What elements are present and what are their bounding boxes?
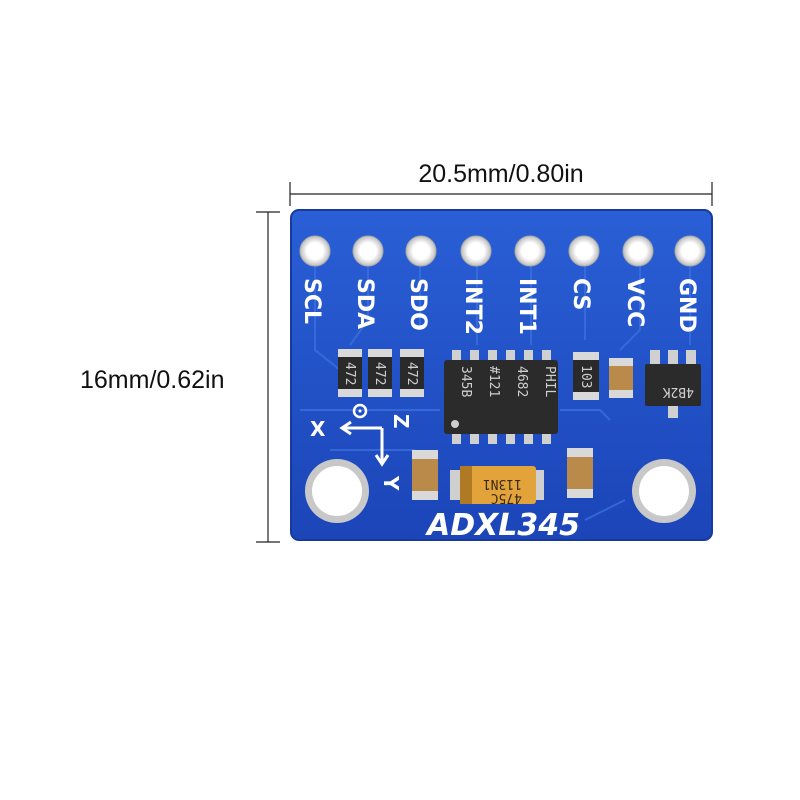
mounting-hole-left: [305, 459, 369, 523]
pin-label-vcc: VCC: [622, 278, 647, 327]
resistor-r4: 103: [573, 352, 599, 400]
width-dimension-line: [289, 182, 713, 206]
resistor-r2-marking: 472: [372, 362, 387, 385]
pin-label-sda: SDA: [352, 278, 377, 329]
axis-x-label: X: [310, 417, 326, 441]
pcb-traces: [300, 260, 691, 521]
mounting-hole-right: [632, 459, 696, 523]
pin-label-sdo: SDO: [405, 278, 430, 331]
width-dimension-label: 20.5mm/0.80in: [418, 160, 584, 188]
board-name: ADXL345: [425, 508, 580, 543]
regulator-marking: 4B2K: [663, 384, 694, 399]
height-dimension-line: [256, 211, 280, 543]
capacitor-c1: [609, 358, 633, 398]
axis-z-label: Z: [389, 414, 413, 429]
resistor-r3-marking: 472: [404, 362, 419, 385]
header-pins: [299, 235, 706, 267]
pin-label-gnd: GND: [674, 278, 699, 333]
pin-label-int1: INT1: [514, 278, 539, 335]
resistor-r2: 472: [368, 349, 392, 397]
adxl345-chip: 345B #121 4682 PHIL: [444, 350, 558, 444]
pin-labels: SCL SDA SDO INT2 INT1 CS VCC GND: [299, 278, 699, 335]
resistor-r1: 472: [338, 349, 362, 397]
tantalum-capacitor: 113N1 475C: [450, 466, 544, 505]
resistor-r4-marking: 103: [578, 365, 593, 388]
tantalum-marking-line2: 475C: [491, 490, 522, 505]
chip-marking-line1: 345B: [458, 366, 473, 397]
pin-label-int2: INT2: [460, 278, 485, 335]
axis-indicator: [339, 403, 390, 467]
capacitor-c3: [567, 448, 593, 498]
tantalum-marking-line1: 113N1: [483, 476, 522, 491]
resistor-r3: 472: [400, 349, 424, 397]
chip-marking-line4: PHIL: [542, 366, 557, 397]
chip-marking-line3: 4682: [514, 366, 529, 397]
voltage-regulator: 4B2K: [645, 350, 701, 418]
resistor-r1-marking: 472: [342, 362, 357, 385]
pin-label-cs: CS: [568, 278, 593, 310]
height-dimension-label: 16mm/0.62in: [80, 366, 225, 394]
pin-label-scl: SCL: [299, 278, 324, 324]
chip-marking-line2: #121: [486, 366, 501, 397]
capacitor-c2: [412, 450, 438, 500]
axis-y-label: Y: [379, 475, 403, 491]
